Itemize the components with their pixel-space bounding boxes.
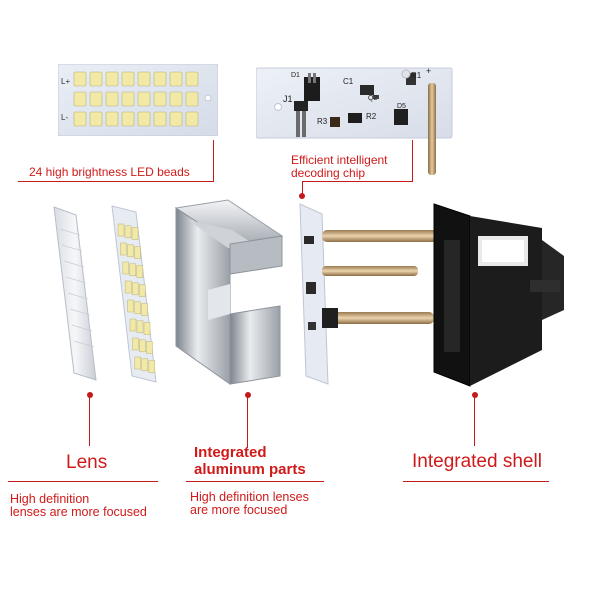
led-pcb-board (58, 64, 218, 136)
led-bead (127, 299, 134, 313)
pcb-label-r1: R1 (411, 71, 422, 80)
aluminum-line (247, 396, 248, 448)
led-bead (89, 71, 103, 87)
led-bead (153, 71, 167, 87)
led-bead (134, 301, 141, 315)
led-bead (153, 111, 167, 127)
led-bead (117, 223, 125, 237)
led-bead (169, 91, 183, 107)
pcb-label-r2: R2 (366, 112, 377, 121)
chip-caption-drop (302, 181, 303, 195)
led-caption-riser (213, 140, 214, 182)
pcb-label-r3: R3 (317, 117, 328, 126)
led-bead (105, 91, 119, 107)
led-bead (137, 91, 151, 107)
pcb-label-l-minus: L- (61, 113, 69, 122)
led-bead (121, 71, 135, 87)
chip-caption-line1: Efficient intelligent (291, 153, 388, 167)
pcb-label-q2: Q2 (368, 95, 378, 102)
led-bead (136, 320, 144, 334)
led-bead (185, 111, 199, 127)
pcb-label-d1: D1 (291, 72, 300, 79)
lens-title-underline (8, 481, 158, 482)
pcb-label-l-plus: L+ (61, 77, 71, 86)
led-bead (89, 91, 103, 107)
led-bead (137, 71, 151, 87)
aluminum-desc-line2: are more focused (190, 503, 288, 517)
pcb-label-c1: C1 (343, 77, 354, 86)
shell-title-underline (403, 481, 549, 482)
led-bead (73, 71, 87, 87)
lens-desc-line2: lenses are more focused (10, 505, 147, 519)
pcb-label-j1: J1 (283, 94, 293, 104)
led-bead (73, 91, 87, 107)
led-bead (129, 263, 137, 277)
aluminum-title-underline (186, 481, 324, 482)
led-bead (131, 227, 139, 240)
chip-caption-riser (412, 140, 413, 182)
aluminum-title-line2: aluminum parts (194, 461, 306, 478)
shell-title: Integrated shell (412, 451, 542, 472)
led-bead (185, 91, 199, 107)
shell-line (474, 396, 475, 446)
led-bead (146, 341, 153, 354)
led-bead (129, 318, 137, 332)
led-bead (134, 246, 141, 259)
led-bead (169, 71, 183, 87)
led-caption-underline (18, 181, 214, 182)
aluminum-title-line1: Integrated (194, 444, 267, 461)
led-bead (73, 111, 87, 127)
aluminum-desc-line1: High definition lenses (190, 490, 309, 504)
led-bead (137, 111, 151, 127)
led-bead (127, 244, 134, 258)
led-bead (105, 71, 119, 87)
led-bead (121, 91, 135, 107)
control-pcb-board (256, 67, 453, 175)
aluminum-part (174, 199, 284, 385)
led-bead (124, 280, 132, 294)
shell-part (433, 203, 564, 387)
led-bead (121, 111, 135, 127)
led-bead (143, 322, 151, 335)
led-bead (169, 111, 183, 127)
lens-line (89, 396, 90, 446)
control-board-part (299, 203, 440, 385)
chip-caption-dot (299, 193, 305, 199)
led-board-part (111, 205, 157, 383)
lens-part (53, 206, 97, 381)
led-bead (153, 91, 167, 107)
pcb-label-d5: D5 (397, 103, 406, 110)
led-bead (141, 358, 149, 372)
chip-caption-underline (302, 181, 413, 182)
lens-desc-line1: High definition (10, 492, 90, 506)
led-bead (124, 225, 132, 239)
led-bead (105, 111, 119, 127)
led-bead (141, 303, 148, 316)
led-bead (138, 284, 146, 297)
led-bead (134, 356, 142, 370)
led-bead (131, 282, 139, 296)
led-bead (136, 265, 144, 278)
lens-title: Lens (66, 452, 108, 473)
led-bead (148, 360, 156, 373)
led-bead (185, 71, 199, 87)
led-beads-caption: 24 high brightness LED beads (29, 165, 190, 179)
lens-dot (87, 392, 93, 398)
shell-dot (472, 392, 478, 398)
led-bead (120, 242, 127, 256)
pcb-label-plus: + (426, 66, 432, 76)
led-bead (89, 111, 103, 127)
led-bead (139, 339, 146, 353)
chip-caption-line2: decoding chip (291, 166, 366, 180)
led-bead (132, 337, 139, 351)
led-bead (122, 261, 130, 275)
aluminum-dot (245, 392, 251, 398)
